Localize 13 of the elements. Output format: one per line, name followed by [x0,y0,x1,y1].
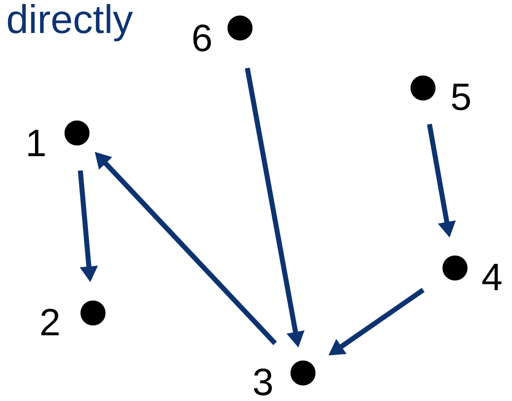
number-label: 5 [452,84,470,110]
heading-text: directly [8,4,133,42]
dot [28,120,90,156]
number-label: 2 [41,308,59,336]
number-label: 3 [254,368,272,396]
dot [41,300,106,336]
dot [254,360,316,396]
number-label: 4 [482,264,502,290]
dot [193,16,252,52]
dot [442,256,502,290]
dot [410,76,470,110]
number-label: 6 [193,24,211,52]
number-label: 1 [28,130,45,156]
